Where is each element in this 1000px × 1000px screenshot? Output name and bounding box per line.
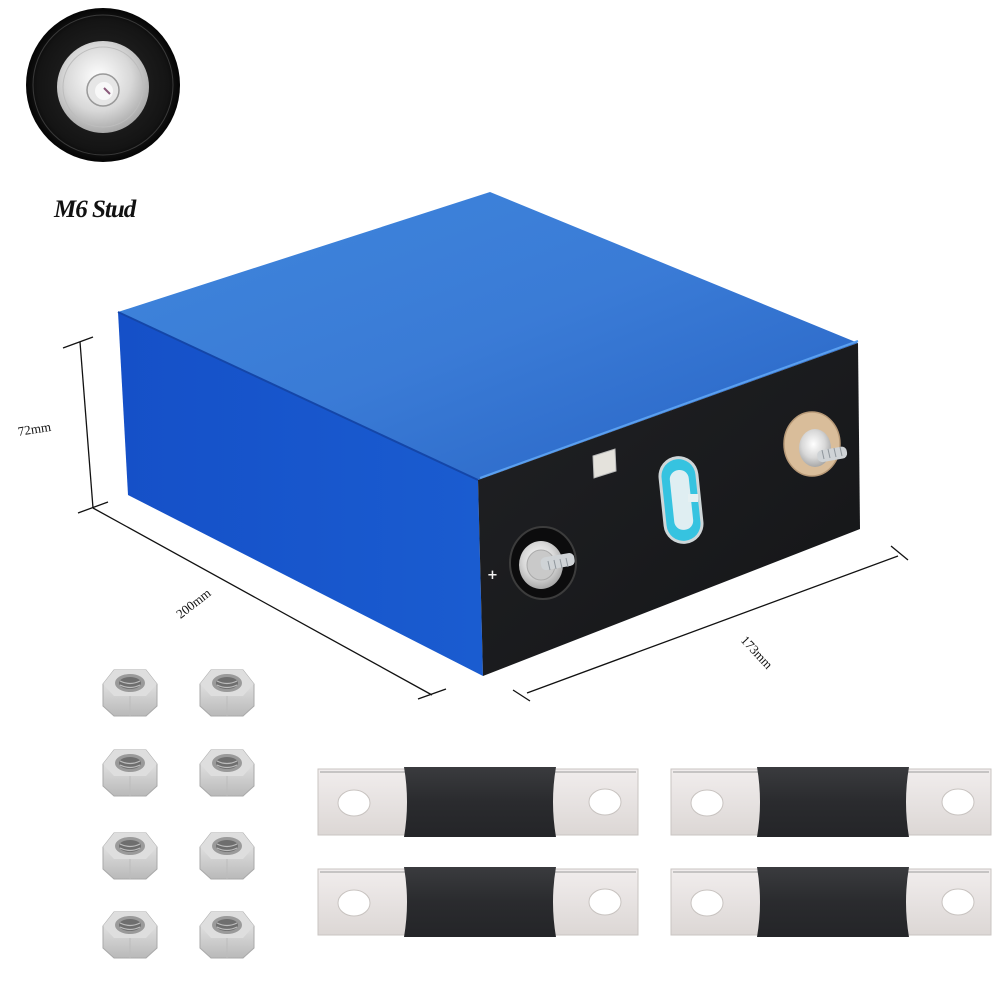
hex-nut [102,749,158,797]
bus-bars [317,766,992,938]
battery-cell [117,192,860,676]
hex-nuts [102,669,255,959]
hex-nut [102,832,158,880]
hex-nut [199,669,255,717]
hex-nut [199,749,255,797]
bus-bar [317,766,639,838]
m6-stud-inset [26,8,180,162]
hex-nut [102,669,158,717]
hex-nut [102,911,158,959]
stud-type-label: M6 Stud [54,196,136,223]
label-square [592,448,617,479]
dimension-lines [62,336,909,702]
hex-nut [199,911,255,959]
positive-terminal [509,526,577,600]
negative-terminal [783,411,848,477]
bus-bar [670,766,992,838]
bus-bar [670,866,992,938]
safety-vent [658,456,704,544]
battery-side-face [118,312,483,676]
hex-nut [199,832,255,880]
positive-polarity-marker: + [487,568,498,583]
bus-bar [317,866,639,938]
